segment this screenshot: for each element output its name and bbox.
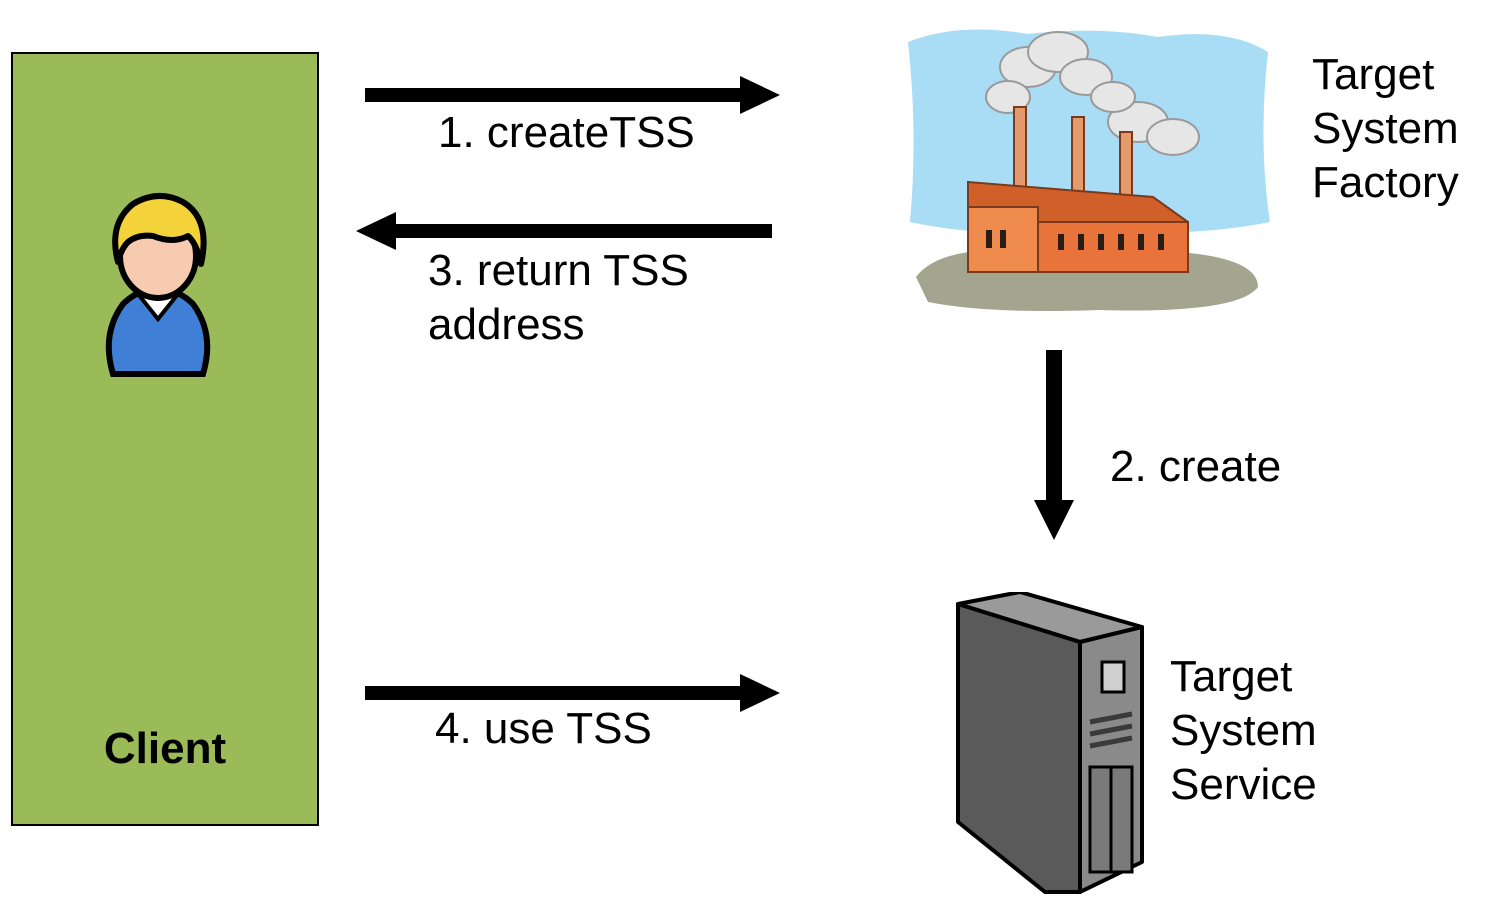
arrow-return-tss xyxy=(356,212,772,250)
step-2-label: 2. create xyxy=(1110,442,1282,491)
server-icon xyxy=(956,592,1144,894)
service-label-line-1: Target xyxy=(1170,652,1293,701)
factory-icon xyxy=(908,29,1270,311)
step-3-line-2: address xyxy=(428,300,585,349)
arrow-use-tss xyxy=(365,674,780,712)
step-3-label: 3. return TSS address xyxy=(428,244,689,352)
factory-label: Target System Factory xyxy=(1312,48,1459,210)
client-label: Client xyxy=(103,724,227,773)
service-label: Target System Service xyxy=(1170,650,1317,812)
step-3-line-1: 3. return TSS xyxy=(428,246,689,295)
arrow-create-tss xyxy=(365,76,780,114)
service-label-line-3: Service xyxy=(1170,760,1317,809)
client-box: Client xyxy=(11,52,319,826)
arrow-create xyxy=(1034,350,1074,540)
step-4-label: 4. use TSS xyxy=(435,704,652,753)
factory-label-line-2: System xyxy=(1312,104,1459,153)
user-icon xyxy=(105,193,211,377)
step-1-label: 1. createTSS xyxy=(438,108,695,157)
factory-label-line-1: Target xyxy=(1312,50,1435,99)
service-label-line-2: System xyxy=(1170,706,1317,755)
factory-label-line-3: Factory xyxy=(1312,158,1459,207)
